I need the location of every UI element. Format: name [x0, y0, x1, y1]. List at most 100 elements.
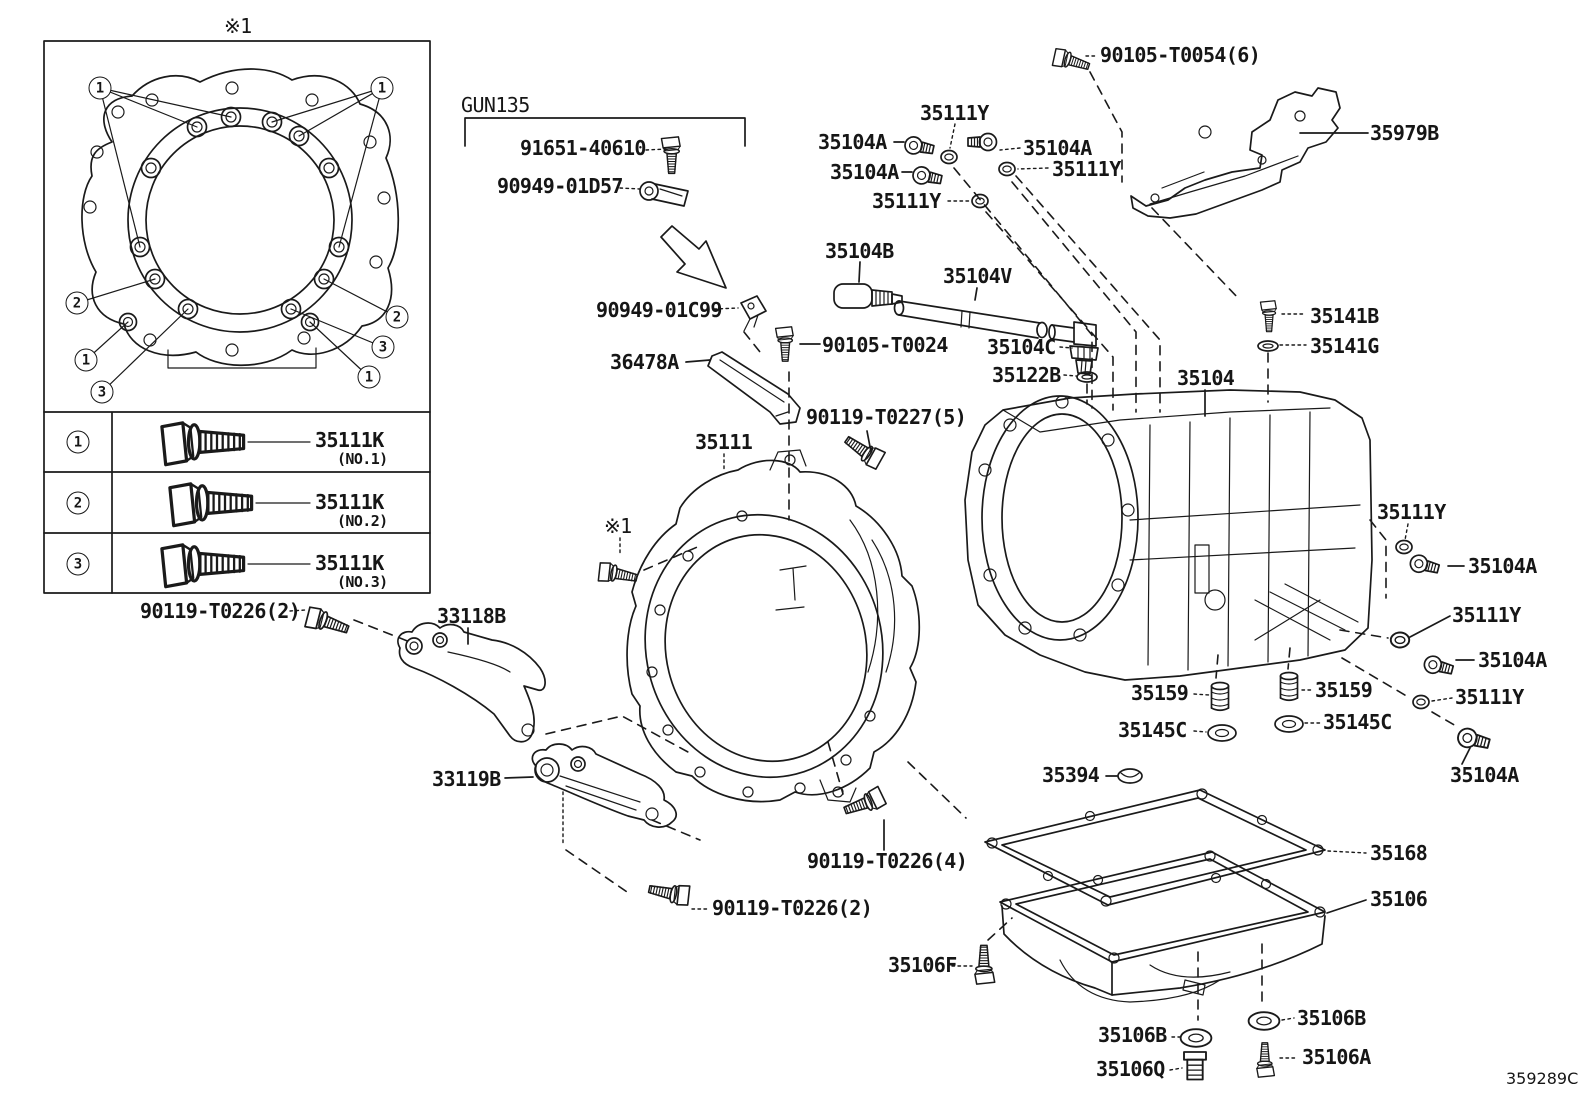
dash-35979b: [1151, 207, 1241, 301]
leader-01d57: [619, 187, 641, 190]
breather-plugs-cluster: [893, 123, 1049, 209]
part-label-inset-note-2: ※1: [604, 514, 632, 538]
leader-33119b: [504, 776, 534, 779]
part-label-p-35106B-a: 35106B: [1098, 1023, 1167, 1047]
oring-35122B: [1063, 371, 1098, 405]
inset-table-bolts: [160, 421, 311, 589]
part-label-p-35104V: 35104V: [943, 264, 1012, 288]
part-label-p-90105-T0024: 90105-T0024: [822, 333, 948, 357]
part-label-p-35122B: 35122B: [992, 363, 1061, 387]
direction-arrow-icon: [660, 225, 727, 289]
dash-t0226-4: [827, 741, 844, 795]
dash-33119b-2: [651, 819, 701, 841]
bracket-33119B: [531, 743, 677, 828]
callout-circle-7: 3: [90, 380, 114, 404]
part-label-p-35104A-b: 35104A: [1023, 136, 1092, 160]
dash-33118b: [545, 715, 689, 753]
bolt-90105-T0024-icon: [774, 326, 794, 362]
part-label-p-35111Y-c: 35111Y: [872, 189, 941, 213]
oil-pan-gasket-35168: [984, 788, 1326, 907]
part-label-p-90119-T0226-c: 90119-T0226(4): [807, 849, 968, 873]
part-label-p-90105-T0054: 90105-T0054(6): [1100, 43, 1261, 67]
part-label-p-35141G: 35141G: [1310, 334, 1379, 358]
callout-circle-5: 3: [371, 335, 395, 359]
leader-35104c: [1059, 346, 1073, 349]
bell-housing-35111: [626, 449, 921, 803]
part-label-p-35111: 35111: [695, 430, 753, 454]
valve-body-plate-35979B: [1130, 87, 1341, 219]
part-label-p-35104A-a: 35104A: [818, 130, 887, 154]
case-side-dashes: [1339, 519, 1457, 727]
callout-circle-11: 3: [66, 552, 90, 576]
part-label-group-gun135: GUN135: [461, 93, 530, 117]
part-label-p-35106: 35106: [1370, 887, 1428, 911]
part-label-p-35111Y-r2: 35111Y: [1452, 603, 1521, 627]
leader-35168: [1327, 850, 1367, 854]
part-label-p-33118B: 33118B: [437, 604, 506, 628]
bolt-35141B-icon: [1259, 300, 1277, 333]
oring-35141G: [1257, 340, 1307, 403]
part-label-t1-part: 35111K: [315, 428, 384, 452]
leader-t0227: [866, 430, 872, 453]
part-label-p-35111Y-r1: 35111Y: [1377, 500, 1446, 524]
part-label-p-90949-01D57: 90949-01D57: [497, 174, 623, 198]
leader-01c99: [713, 307, 739, 310]
inset-box: [43, 40, 431, 594]
part-label-p-35106F: 35106F: [888, 953, 957, 977]
part-label-p-35111Y-b: 35111Y: [1052, 157, 1121, 181]
solenoid-35104B: [833, 261, 903, 309]
part-label-p-35111Y-a: 35111Y: [920, 101, 989, 125]
inset-case-figure: [76, 68, 400, 393]
part-label-p-90119-T0226-a: 90119-T0226(2): [140, 599, 301, 623]
union-35104C: [1048, 321, 1099, 375]
dash-note1: [643, 544, 703, 571]
part-label-p-35104A-c: 35104A: [830, 160, 899, 184]
part-label-p-36478A: 36478A: [610, 350, 679, 374]
clamp-90949-01C99-icon: [740, 295, 767, 332]
part-label-p-35104C: 35104C: [987, 335, 1056, 359]
part-label-p-35106B-b: 35106B: [1297, 1006, 1366, 1030]
callout-circle-8: 1: [357, 365, 381, 389]
transmission-case-35104: [964, 389, 1373, 681]
callout-circle-4: 2: [385, 305, 409, 329]
callout-circle-2: 1: [370, 76, 394, 100]
dash-housing-pan: [907, 761, 967, 819]
part-label-p-90949-01C99: 90949-01C99: [596, 298, 722, 322]
part-label-p-35979B: 35979B: [1370, 121, 1439, 145]
pipe-35104V: [893, 287, 1048, 339]
part-label-p-35168: 35168: [1370, 841, 1428, 865]
plug-35394: [1105, 768, 1143, 784]
part-label-p-35106A: 35106A: [1302, 1045, 1371, 1069]
clamp-90949-01D57-icon: [639, 181, 689, 207]
callout-circle-9: 1: [66, 430, 90, 454]
part-label-p-35104: 35104: [1177, 366, 1235, 390]
leader-36478a: [685, 359, 711, 363]
callout-circle-3: 2: [65, 291, 89, 315]
pan-drain-hardware: [1169, 943, 1299, 1081]
part-label-p-33119B: 33119B: [432, 767, 501, 791]
callout-circle-10: 2: [66, 491, 90, 515]
part-label-p-35104A-r1: 35104A: [1468, 554, 1537, 578]
part-label-p-35104A-r3: 35104A: [1450, 763, 1519, 787]
inset-bolt-holes: [83, 81, 391, 357]
dash-35106f: [987, 917, 1013, 941]
leader-91651: [645, 148, 667, 151]
bolt-90119-T0226-2b-icon: [646, 877, 693, 908]
bracket-33118B: [397, 622, 546, 743]
part-label-p-35145C-b: 35145C: [1323, 710, 1392, 734]
part-label-t1-sub: (NO.1): [337, 450, 388, 468]
callout-circle-1: 1: [88, 76, 112, 100]
part-label-p-35159-a: 35159: [1131, 681, 1189, 705]
gun135-bracket: [464, 117, 746, 147]
bolt-90105-T0054-icon: [1050, 46, 1093, 77]
part-label-p-35141B: 35141B: [1310, 304, 1379, 328]
part-label-t3-sub: (NO.3): [337, 573, 388, 591]
dash-01c99: [743, 331, 761, 353]
part-label-p-35104B: 35104B: [825, 239, 894, 263]
part-label-p-90119-T0226-b: 90119-T0226(2): [712, 896, 873, 920]
part-label-p-35159-b: 35159: [1315, 678, 1373, 702]
part-label-drawing-code: 359289C: [1506, 1069, 1579, 1088]
dash-t0054: [1089, 71, 1123, 183]
bolt-90119-T0227-icon: [840, 429, 888, 472]
